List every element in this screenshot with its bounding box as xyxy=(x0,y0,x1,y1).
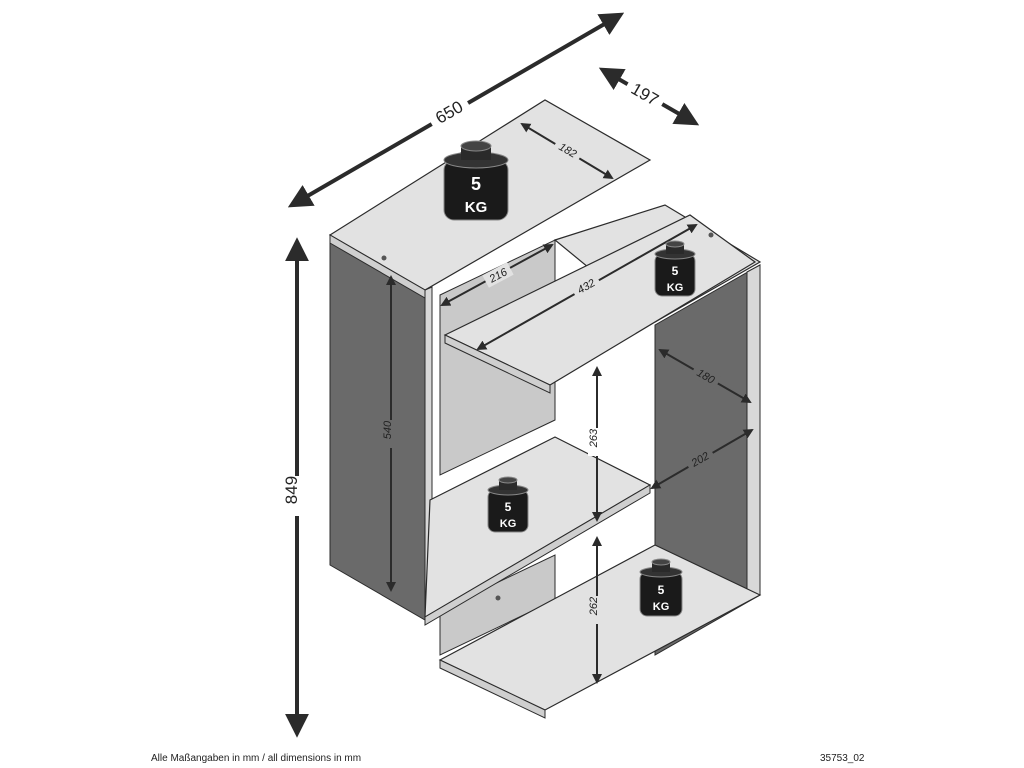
weight-amount: 5 xyxy=(471,174,481,194)
units-note: Alle Maßangaben in mm / all dimensions i… xyxy=(151,753,362,764)
weight-amount: 5 xyxy=(505,500,512,514)
weight-top-left: 5 KG xyxy=(443,140,509,221)
drawing-code: 35753_02 xyxy=(820,753,865,764)
weight-amount: 5 xyxy=(672,264,679,278)
weight-unit: KG xyxy=(465,199,488,216)
dim-label-height: 849 xyxy=(282,476,301,504)
dim-label-bottom-gap: 262 xyxy=(588,597,600,616)
left-side-panel xyxy=(329,234,426,621)
screw-hole xyxy=(381,255,387,261)
right-side-edge xyxy=(746,264,761,603)
weight-middle-right: 5 KG xyxy=(654,240,696,297)
bottom-board-edge xyxy=(439,659,546,719)
weight-unit: KG xyxy=(653,601,670,613)
middle-shelf-edge xyxy=(444,334,551,394)
dim-label-left-inner: 540 xyxy=(382,420,394,439)
weight-lower-left: 5 KG xyxy=(487,476,529,533)
top-board-edge xyxy=(329,234,426,299)
weight-amount: 5 xyxy=(658,583,665,597)
weight-unit: KG xyxy=(667,282,684,294)
dim-label-middle-gap: 263 xyxy=(588,428,600,448)
screw-hole xyxy=(708,232,714,238)
screw-hole xyxy=(495,595,501,601)
weight-bottom-right: 5 KG xyxy=(639,558,683,617)
weight-unit: KG xyxy=(500,518,517,530)
